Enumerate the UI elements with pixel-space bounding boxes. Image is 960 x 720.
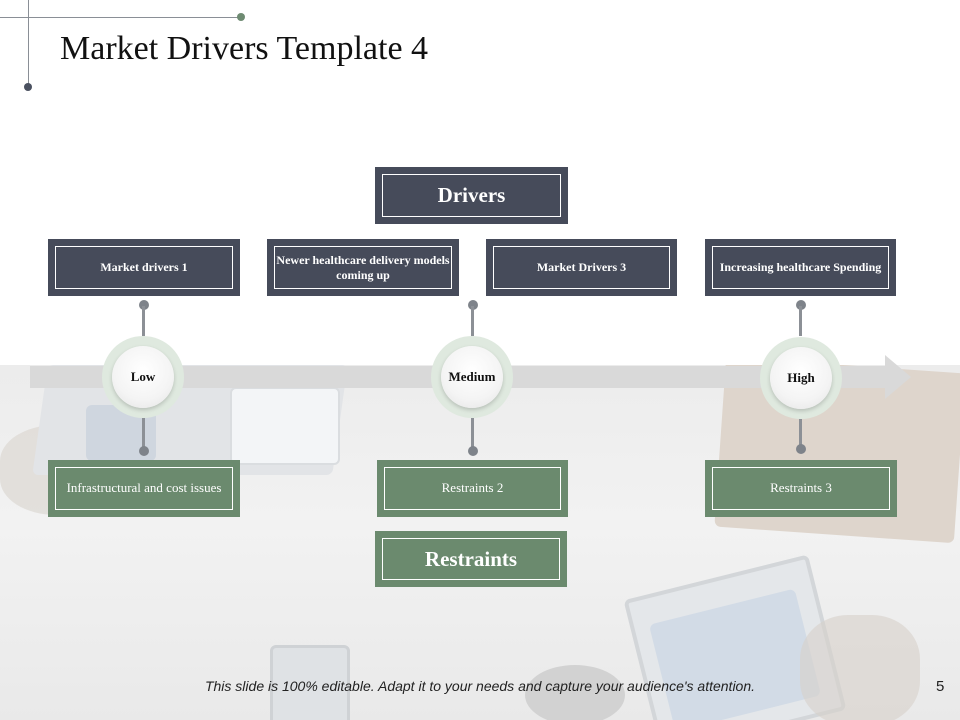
title-decoration-dot-accent bbox=[237, 13, 245, 21]
driver-label-2: Newer healthcare delivery models coming … bbox=[274, 246, 452, 289]
restraint-label-2: Restraints 2 bbox=[384, 467, 561, 510]
driver-box-1: Market drivers 1 bbox=[48, 239, 240, 296]
connector-dot bbox=[139, 446, 149, 456]
restraints-header-label: Restraints bbox=[382, 538, 560, 580]
background-cup-shape bbox=[525, 665, 625, 720]
restraint-box-3: Restraints 3 bbox=[705, 460, 897, 517]
restraint-box-2: Restraints 2 bbox=[377, 460, 568, 517]
level-label-high: High bbox=[770, 347, 832, 409]
level-circle-medium: Medium bbox=[431, 336, 513, 418]
connector-dot bbox=[139, 300, 149, 310]
restraints-header-box: Restraints bbox=[375, 531, 567, 587]
slide-footer-note: This slide is 100% editable. Adapt it to… bbox=[204, 678, 756, 694]
connector-line bbox=[142, 306, 145, 336]
restraint-label-1: Infrastructural and cost issues bbox=[55, 467, 233, 510]
background-screen-shape bbox=[230, 387, 340, 465]
driver-box-3: Market Drivers 3 bbox=[486, 239, 677, 296]
connector-dot bbox=[468, 300, 478, 310]
drivers-header-box: Drivers bbox=[375, 167, 568, 224]
background-hand-shape-2 bbox=[800, 615, 920, 720]
connector-dot bbox=[796, 300, 806, 310]
connector-line bbox=[799, 306, 802, 336]
level-circle-high: High bbox=[760, 337, 842, 419]
background-phone-shape-2 bbox=[270, 645, 350, 720]
level-label-low: Low bbox=[112, 346, 174, 408]
restraint-label-3: Restraints 3 bbox=[712, 467, 890, 510]
connector-line bbox=[471, 306, 474, 336]
title-decoration-horizontal-line bbox=[0, 17, 240, 18]
restraint-box-1: Infrastructural and cost issues bbox=[48, 460, 240, 517]
title-decoration-vertical-line bbox=[28, 0, 29, 86]
connector-line bbox=[142, 418, 145, 448]
level-label-medium: Medium bbox=[441, 346, 503, 408]
page-number: 5 bbox=[936, 678, 945, 695]
level-circle-low: Low bbox=[102, 336, 184, 418]
drivers-header-label: Drivers bbox=[382, 174, 561, 217]
connector-dot bbox=[468, 446, 478, 456]
connector-line bbox=[471, 418, 474, 448]
driver-box-2: Newer healthcare delivery models coming … bbox=[267, 239, 459, 296]
connector-line bbox=[799, 419, 802, 448]
driver-label-3: Market Drivers 3 bbox=[493, 246, 670, 289]
title-decoration-dot bbox=[24, 83, 32, 91]
timeline-arrow-head bbox=[885, 355, 911, 399]
driver-label-1: Market drivers 1 bbox=[55, 246, 233, 289]
driver-label-4: Increasing healthcare Spending bbox=[712, 246, 889, 289]
slide-title: Market Drivers Template 4 bbox=[60, 30, 429, 67]
driver-box-4: Increasing healthcare Spending bbox=[705, 239, 896, 296]
connector-dot bbox=[796, 444, 806, 454]
